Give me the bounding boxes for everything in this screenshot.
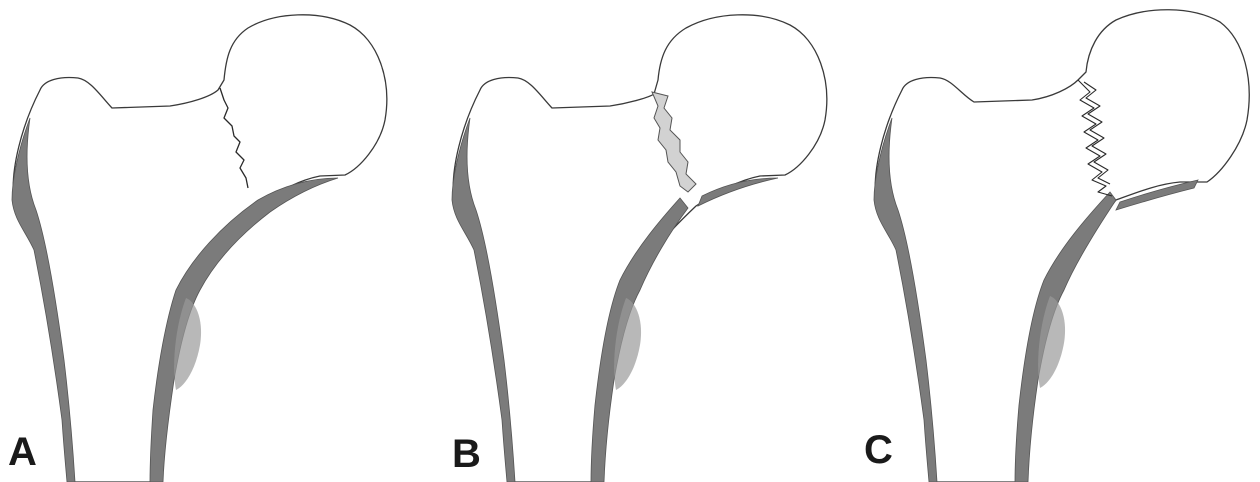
panel-label-c: C bbox=[864, 430, 893, 470]
panel-label-a: A bbox=[8, 432, 37, 472]
femur-panel-b bbox=[440, 0, 860, 482]
femur-panel-c bbox=[862, 0, 1260, 482]
femur-panel-a bbox=[0, 0, 420, 482]
panel-label-b: B bbox=[452, 434, 481, 474]
